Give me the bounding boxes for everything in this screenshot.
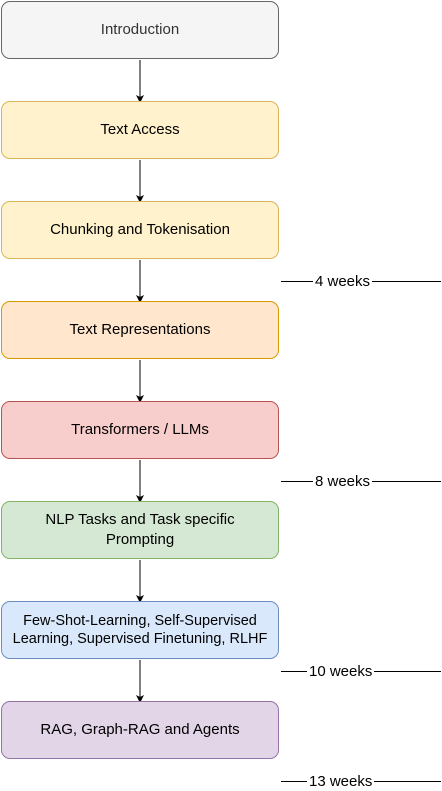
milestone-line-left (281, 670, 307, 672)
node-text-representations-label: Text Representations (69, 321, 211, 338)
milestone-line-right (374, 780, 441, 782)
milestone-line-right (374, 670, 441, 672)
node-chunking-and-tokenisation-label: Chunking and Tokenisation (50, 221, 230, 238)
node-introduction-label: Introduction (100, 21, 180, 38)
node-transformers-llms-label: Transformers / LLMs (71, 421, 209, 438)
milestone-4-weeks: 4 weeks (281, 271, 441, 291)
milestone-13-weeks: 13 weeks (281, 771, 441, 791)
node-nlp-tasks-label: NLP Tasks and Task specific Prompting (45, 511, 235, 548)
milestone-line-left (281, 480, 313, 482)
milestone-line-right (372, 480, 441, 482)
node-rag-graph-rag-agents[interactable]: RAG, Graph-RAG and Agents (1, 701, 279, 759)
node-few-shot-learning[interactable]: Few-Shot-Learning, Self-Supervised Learn… (1, 601, 279, 659)
milestone-line-left (281, 280, 313, 282)
node-few-shot-learning-label: Few-Shot-Learning, Self-Supervised Learn… (12, 613, 268, 647)
milestone-line-right (372, 280, 441, 282)
node-text-access-label: Text Access (100, 121, 180, 138)
milestone-label: 13 weeks (307, 772, 375, 790)
milestone-10-weeks: 10 weeks (281, 661, 441, 681)
node-introduction[interactable]: Introduction (1, 1, 279, 59)
milestone-line-left (281, 780, 307, 782)
node-transformers-llms[interactable]: Transformers / LLMs (1, 401, 279, 459)
node-chunking-and-tokenisation[interactable]: Chunking and Tokenisation (1, 201, 279, 259)
milestone-label: 8 weeks (313, 472, 373, 490)
milestone-label: 4 weeks (313, 272, 373, 290)
node-text-representations[interactable]: Text Representations (1, 301, 279, 359)
node-text-access[interactable]: Text Access (1, 101, 279, 159)
milestone-label: 10 weeks (307, 662, 375, 680)
milestone-8-weeks: 8 weeks (281, 471, 441, 491)
node-rag-graph-rag-agents-label: RAG, Graph-RAG and Agents (40, 721, 240, 738)
node-nlp-tasks[interactable]: NLP Tasks and Task specific Prompting (1, 501, 279, 559)
